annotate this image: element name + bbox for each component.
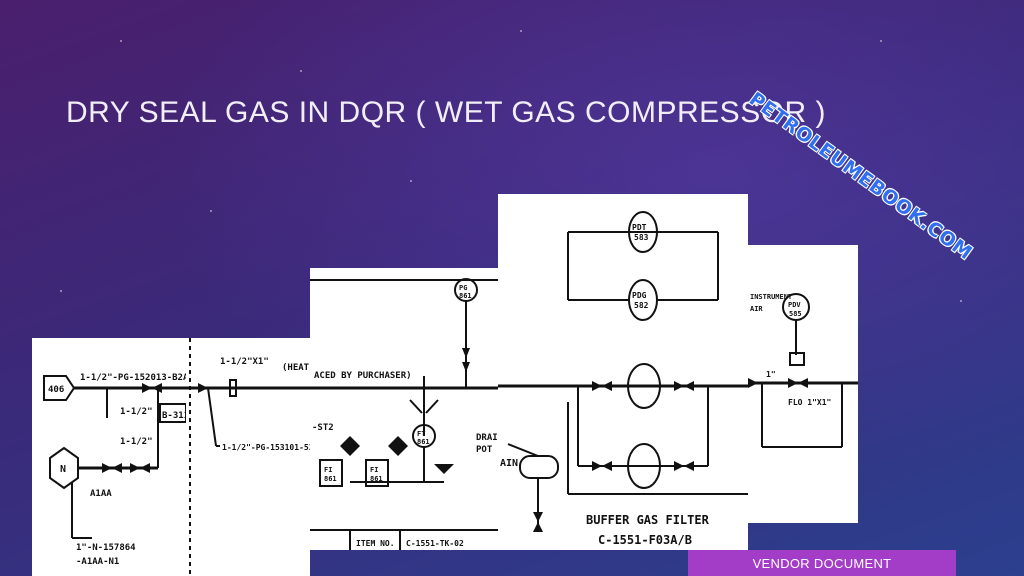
tag-box-b311: B-311	[162, 411, 186, 421]
background-star	[410, 180, 412, 182]
ain-label: AIN	[500, 458, 518, 469]
instrument-label: INSTRUMENT	[750, 293, 792, 301]
pot-label: POT	[476, 445, 493, 455]
size-1in: 1"	[766, 370, 776, 379]
fi-number-2: 861	[370, 475, 383, 483]
pid-panel-middle-left: 1-1/2"X1" (HEAT 1-1/2"-PG-153101-53080	[186, 338, 310, 576]
line-spec-top: 1-1/2"-PG-152013-B2AP-ST2	[80, 373, 186, 383]
line-spec-middle: 1-1/2"-PG-153101-53080	[222, 443, 310, 452]
fi-label-1: FI	[324, 466, 332, 474]
flo-label: FLO 1"X1"	[788, 398, 831, 407]
pdt-number: 583	[634, 233, 649, 242]
item-no-label: ITEM NO.	[356, 539, 395, 548]
st2-label: -ST2	[312, 423, 334, 433]
background-star	[210, 210, 212, 212]
ft-number: 861	[417, 438, 430, 446]
pg-number: 861	[459, 292, 472, 300]
background-star	[120, 40, 122, 42]
background-star	[300, 70, 302, 72]
background-star	[520, 30, 522, 32]
pid-drawing-filter: PDT 583 PDG 582 AIN BUFFER GAS FILTER C-…	[498, 211, 748, 547]
background-star	[960, 300, 962, 302]
item-no-value: C-1551-TK-02	[406, 539, 464, 548]
pdg-label: PDG	[632, 291, 647, 300]
pid-panel-filter: PDT 583 PDG 582 AIN BUFFER GAS FILTER C-…	[498, 194, 748, 550]
background-star	[880, 40, 882, 42]
filter-title: BUFFER GAS FILTER	[586, 513, 710, 527]
pid-drawing-center: ACED BY PURCHASER) -ST2 PG 861 FT 861 FI…	[310, 278, 498, 550]
pid-drawing-right: INSTRUMENT AIR PDV 585 1" FLO 1"X1"	[748, 293, 858, 448]
tag-n: N	[60, 464, 66, 475]
fi-label-2: FI	[370, 466, 378, 474]
pdv-label: PDV	[788, 301, 801, 309]
pid-panel-right: INSTRUMENT AIR PDV 585 1" FLO 1"X1"	[748, 245, 858, 523]
size-label-top: 1-1/2"X1"	[220, 357, 269, 367]
pid-drawing-left: 1-1/2"-PG-152013-B2AP-ST2 406 1-1/2" B-3…	[43, 373, 186, 567]
spec-a1aa: A1AA	[90, 489, 112, 499]
note-heat: (HEAT	[282, 363, 310, 373]
slide-title: DRY SEAL GAS IN DQR ( WET GAS COMPRESSOR…	[66, 96, 827, 129]
pid-panel-center: ACED BY PURCHASER) -ST2 PG 861 FT 861 FI…	[310, 268, 498, 550]
pg-label: PG	[459, 284, 467, 292]
background-star	[60, 290, 62, 292]
size-label-b: 1-1/2"	[120, 437, 153, 447]
filter-tag: C-1551-F03A/B	[598, 533, 692, 547]
fi-number-1: 861	[324, 475, 337, 483]
spec-bottom-2: -A1AA-N1	[76, 557, 119, 567]
drain-label: DRAI	[476, 433, 498, 443]
vendor-document-badge: VENDOR DOCUMENT	[688, 550, 956, 576]
pid-panel-left: 1-1/2"-PG-152013-B2AP-ST2 406 1-1/2" B-3…	[32, 338, 186, 576]
pdt-label: PDT	[632, 223, 647, 232]
pdg-number: 582	[634, 301, 649, 310]
air-label: AIR	[750, 305, 763, 313]
pid-drawing-middle-left: 1-1/2"X1" (HEAT 1-1/2"-PG-153101-53080	[186, 338, 310, 576]
line-spec-bottom: 1"-N-157864	[76, 543, 136, 553]
note-purchaser: ACED BY PURCHASER)	[314, 371, 412, 381]
ft-label: FT	[417, 430, 425, 438]
pdv-number: 585	[789, 310, 802, 318]
tag-406: 406	[48, 385, 64, 395]
size-label-a: 1-1/2"	[120, 407, 153, 417]
